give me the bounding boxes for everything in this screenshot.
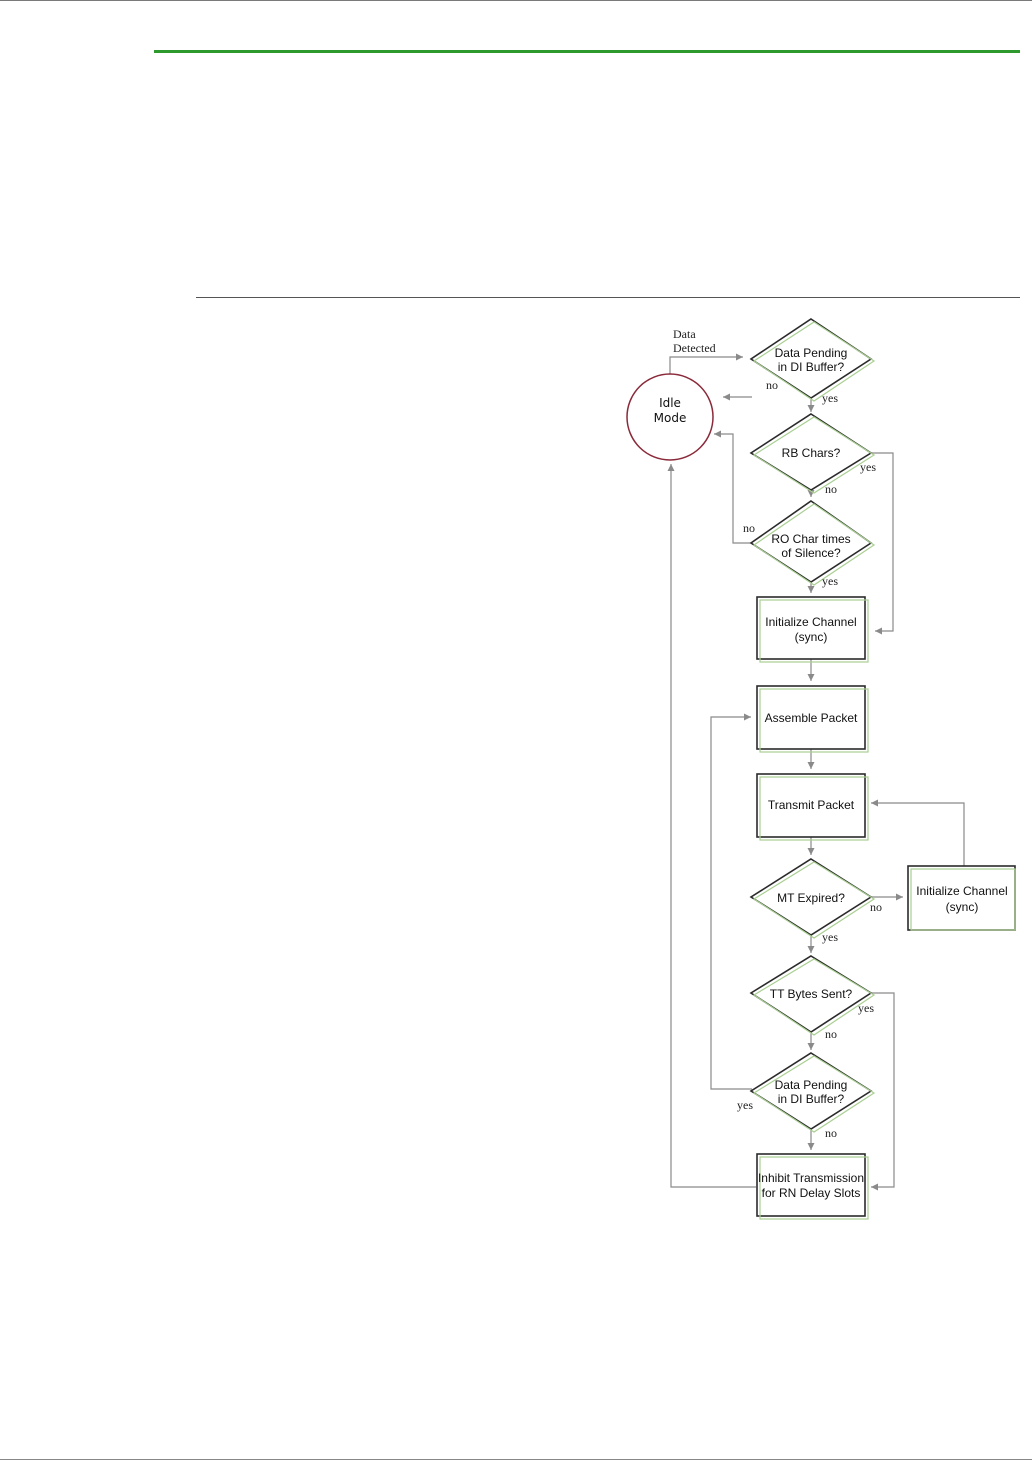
decision-tt-bytes: TT Bytes Sent? — [749, 955, 876, 1036]
label-yes-rb: yes — [860, 460, 876, 474]
tt-bytes-label: TT Bytes Sent? — [770, 987, 853, 1001]
footer-rule — [0, 1459, 1032, 1460]
process-initialize-channel-2: Initialize Channel (sync) — [907, 865, 1016, 931]
connectors — [667, 353, 965, 1191]
process-assemble-packet: Assemble Packet — [756, 685, 869, 753]
edge-labels: no yes yes no no yes no yes yes no yes n… — [737, 378, 882, 1140]
inhibit-line-2: for RN Delay Slots — [762, 1186, 861, 1200]
label-yes-pending1: yes — [822, 391, 838, 405]
init2-line-1: Initialize Channel — [916, 884, 1007, 898]
label-no-pending1: no — [766, 378, 778, 392]
rb-chars-label: RB Chars? — [782, 446, 841, 460]
data-detected-line-2: Detected — [673, 341, 716, 355]
label-yes-ro: yes — [822, 574, 838, 588]
init1-line-1: Initialize Channel — [765, 615, 856, 629]
assemble-label: Assemble Packet — [765, 711, 858, 725]
inhibit-line-1: Inhibit Transmission — [758, 1171, 864, 1185]
idle-mode-line-2: Mode — [654, 411, 687, 425]
edge-rb-yes — [870, 452, 894, 635]
data-detected-line-1: Data — [673, 327, 696, 341]
pending1-line-1: Data Pending — [775, 346, 848, 360]
label-no-mt: no — [870, 900, 882, 914]
decision-ro-silence: RO Char times of Silence? — [749, 500, 876, 586]
init1-line-2: (sync) — [795, 630, 828, 644]
label-yes-mt: yes — [822, 930, 838, 944]
init2-line-2: (sync) — [946, 900, 979, 914]
label-yes-pending2: yes — [737, 1098, 753, 1112]
process-transmit-packet: Transmit Packet — [756, 773, 869, 841]
idle-mode-line-1: Idle — [659, 396, 681, 410]
transmit-label: Transmit Packet — [768, 798, 855, 812]
decision-data-pending-2: Data Pending in DI Buffer? — [749, 1052, 876, 1133]
decision-rb-chars: RB Chars? — [749, 413, 876, 494]
ro-line-1: RO Char times — [771, 532, 850, 546]
label-yes-tt: yes — [858, 1001, 874, 1015]
edge-idle-to-pending — [669, 353, 743, 376]
mt-expired-label: MT Expired? — [777, 891, 845, 905]
process-initialize-channel-1: Initialize Channel (sync) — [756, 596, 869, 663]
label-no-pending2: no — [825, 1126, 837, 1140]
edge-inhibit-to-idle — [667, 464, 756, 1188]
pending2-line-2: in DI Buffer? — [778, 1092, 845, 1106]
label-no-tt: no — [825, 1027, 837, 1041]
header-rule — [154, 50, 1020, 53]
section-rule — [196, 297, 1020, 298]
edge-ro-no-to-idle — [714, 430, 752, 544]
edge-init2-to-transmit — [871, 799, 965, 866]
decision-data-pending-1: Data Pending in DI Buffer? — [749, 318, 876, 402]
label-no-rb: no — [825, 482, 837, 496]
ro-line-2: of Silence? — [781, 546, 841, 560]
pending2-line-1: Data Pending — [775, 1078, 848, 1092]
decision-mt-expired: MT Expired? — [749, 858, 876, 939]
edge-tt-yes — [870, 992, 895, 1191]
idle-mode-node: Idle Mode — [626, 373, 714, 461]
label-no-ro: no — [743, 521, 755, 535]
process-inhibit-transmission: Inhibit Transmission for RN Delay Slots — [756, 1153, 869, 1220]
top-border — [0, 0, 1032, 1]
pending1-line-2: in DI Buffer? — [778, 360, 845, 374]
edge-pending2-yes-to-assemble — [710, 713, 752, 1090]
